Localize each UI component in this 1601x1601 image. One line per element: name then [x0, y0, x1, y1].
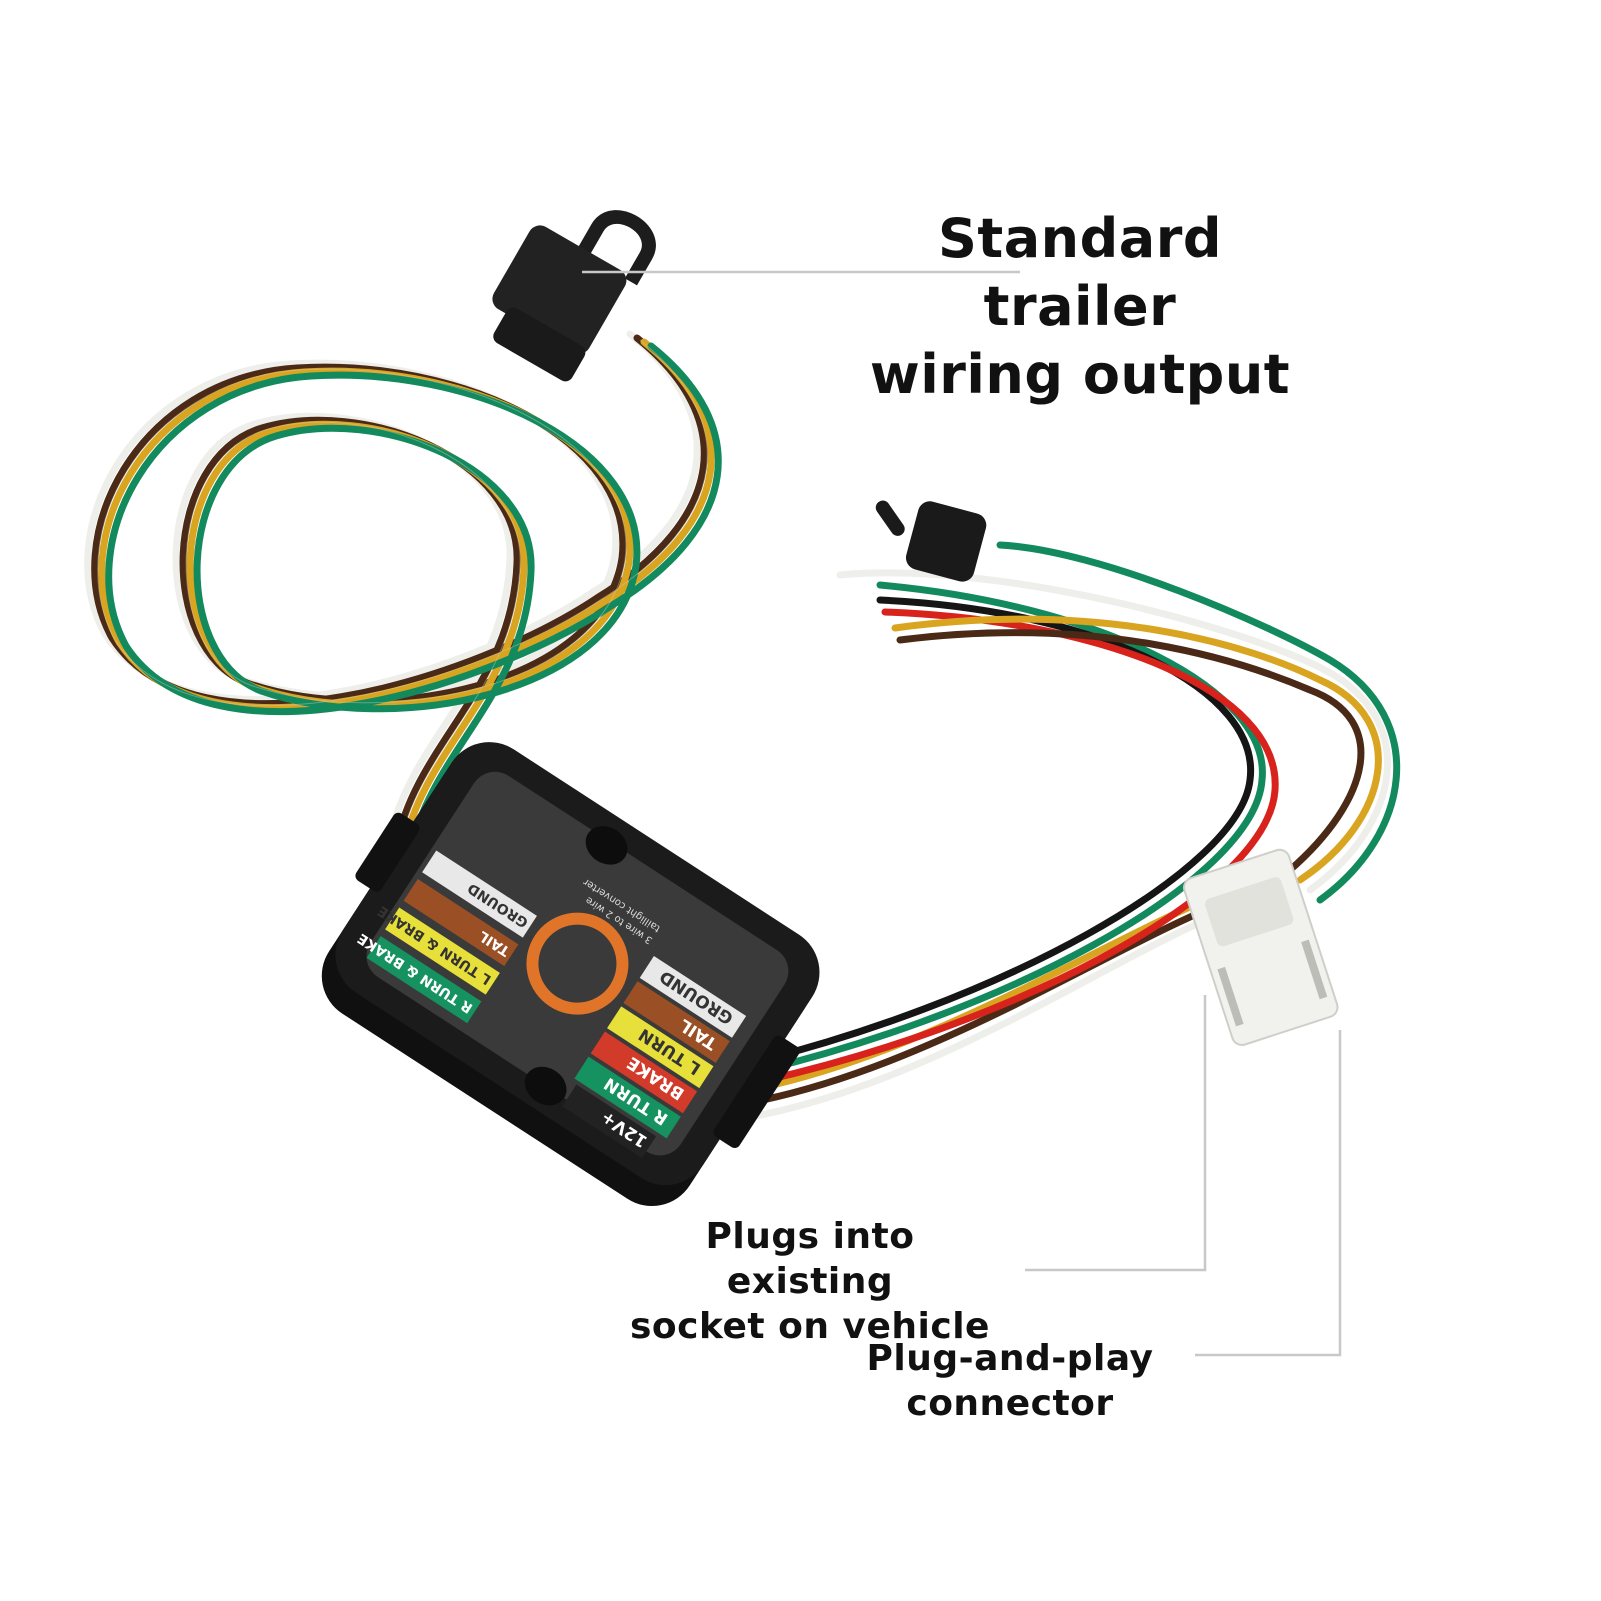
vehicle-wire-bundle — [686, 541, 1401, 1129]
trailer-4pin-connector — [492, 210, 656, 382]
callout-text: socket on vehicle — [630, 1306, 990, 1347]
brand-logo — [526, 912, 629, 1015]
callout-text: Plug-and-play — [866, 1338, 1154, 1379]
callout-lines — [582, 270, 1342, 1357]
callout-text: wiring output — [869, 343, 1291, 406]
converter-module: 12V+ R TURN BRAKE L TURN TAIL GROUND R T… — [321, 742, 820, 1207]
callout-line-vehicle-socket — [1025, 995, 1207, 1272]
plug-and-play-connector — [1183, 848, 1339, 1046]
callout-text: connector — [906, 1383, 1114, 1424]
callout-vehicle-socket: Plugs into existing socket on vehicle — [620, 1214, 1000, 1349]
callout-text: Standard trailer — [938, 207, 1222, 338]
callout-text: Plugs into existing — [705, 1216, 915, 1302]
callout-line-plug-and-play — [1195, 1030, 1342, 1357]
callout-trailer-output: Standard trailer wiring output — [840, 205, 1320, 409]
wire-cap — [875, 500, 987, 582]
callout-plug-and-play: Plug-and-play connector — [860, 1336, 1160, 1426]
